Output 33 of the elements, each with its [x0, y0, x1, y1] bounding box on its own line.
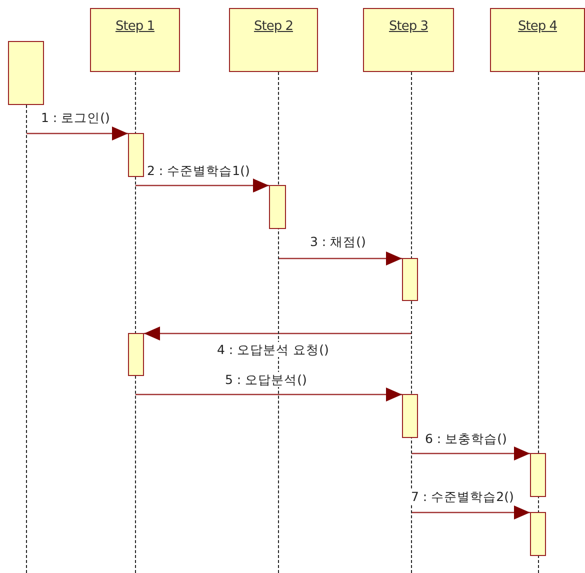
- message-arrow: [412, 506, 530, 520]
- message-label: 6 : 보충학습(): [424, 431, 508, 446]
- object-name: Step 4: [518, 19, 557, 34]
- message-arrow: [136, 178, 269, 192]
- object-name: Step 2: [254, 19, 293, 34]
- activation-bar: [402, 258, 418, 301]
- activation-bar: [530, 453, 546, 497]
- message-arrow: [26, 126, 128, 140]
- message-arrow: [278, 252, 402, 266]
- message-label: 5 : 오답분석(): [224, 372, 308, 387]
- activation-bar: [530, 512, 546, 556]
- object-box: [363, 8, 454, 72]
- lifeline: [135, 72, 136, 573]
- activation-bar: [269, 185, 286, 229]
- object-box: [90, 8, 180, 72]
- object-box: [490, 8, 585, 72]
- object-name: Step 3: [388, 19, 428, 34]
- message-label: 7 : 수준별학습2(): [410, 489, 515, 504]
- message-label: 4 : 오답분석 요청(): [216, 342, 330, 357]
- message-arrow: [144, 326, 412, 340]
- lifeline: [26, 105, 27, 573]
- object-box: [229, 8, 318, 72]
- message-label: 3 : 채점(): [309, 234, 367, 249]
- message-arrow: [136, 388, 402, 402]
- activation-bar: [402, 394, 418, 438]
- lifeline: [538, 72, 539, 573]
- message-label: 2 : 수준별학습1(): [146, 163, 251, 178]
- actor-box: [8, 41, 44, 105]
- activation-bar: [128, 333, 144, 376]
- message-arrow: [412, 446, 530, 460]
- message-label: 1 : 로그인(): [40, 110, 111, 125]
- object-name: Step 1: [115, 19, 154, 34]
- activation-bar: [128, 133, 144, 177]
